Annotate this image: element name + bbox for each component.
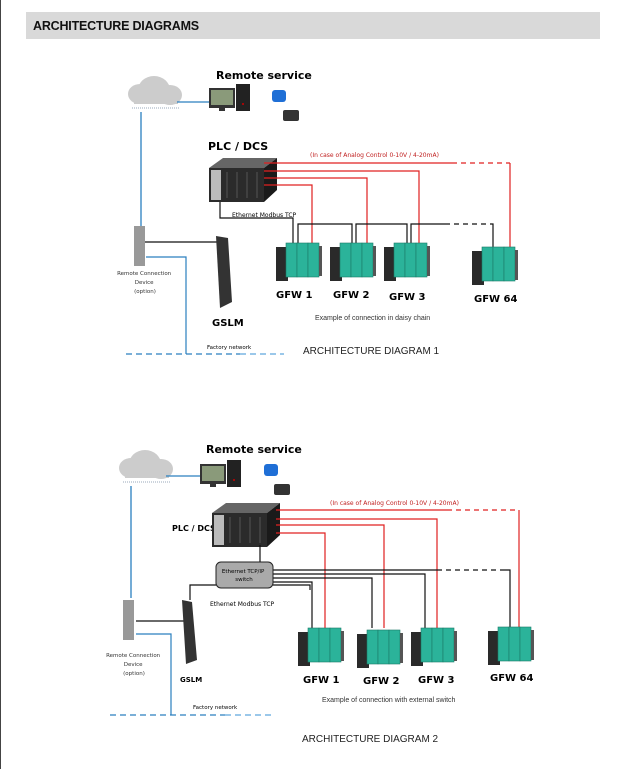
factory-network-label: Factory network xyxy=(193,705,238,711)
gfw-3-device xyxy=(410,627,458,667)
diagram-1-title: ARCHITECTURE DIAGRAM 1 xyxy=(303,346,440,357)
gfw-1-device xyxy=(275,242,323,282)
wireless-icon xyxy=(272,90,286,102)
computer-icon xyxy=(209,84,250,111)
gfw-3-label: GFW 3 xyxy=(389,292,426,303)
remote-connection-device xyxy=(123,600,134,640)
remote-connection-device xyxy=(134,226,145,266)
plc-device xyxy=(211,502,281,548)
gfw-2-label: GFW 2 xyxy=(363,676,400,687)
gslm-label: GSLM xyxy=(180,676,202,684)
plc-label: PLC / DCS xyxy=(172,524,216,533)
gfw-1-device xyxy=(297,627,345,667)
ethernet-switch xyxy=(215,561,274,589)
tablet-icon xyxy=(283,110,299,121)
diagram-2-caption: Example of connection with external swit… xyxy=(322,697,456,704)
cloud-icon xyxy=(118,449,174,483)
remote-service-label: Remote service xyxy=(216,69,312,82)
gslm-device xyxy=(216,236,232,308)
section-header: ARCHITECTURE DIAGRAMS xyxy=(26,12,600,39)
analog-note: (In case of Analog Control 0-10V / 4-20m… xyxy=(330,500,459,507)
gfw-1-label: GFW 1 xyxy=(276,290,313,301)
diagram-1-caption: Example of connection in daisy chain xyxy=(315,315,430,322)
wireless-icon xyxy=(264,464,278,476)
remote-device-label: Remote Connection Device (option) xyxy=(106,653,162,677)
section-title: ARCHITECTURE DIAGRAMS xyxy=(33,19,199,33)
gfw-2-label: GFW 2 xyxy=(333,290,370,301)
remote-service-label: Remote service xyxy=(206,443,302,456)
gfw-64-label: GFW 64 xyxy=(474,294,518,305)
computer-icon xyxy=(200,460,241,487)
diagram-2: Remote service PLC / DCS (In case of Ana… xyxy=(106,443,535,745)
gfw-2-device xyxy=(356,629,404,669)
plc-label: PLC / DCS xyxy=(208,140,268,153)
plc-device xyxy=(208,157,278,203)
factory-network-label: Factory network xyxy=(207,345,252,351)
tablet-icon xyxy=(274,484,290,495)
remote-device-label: Remote Connection Device (option) xyxy=(117,271,173,295)
gfw-64-device xyxy=(487,626,535,666)
gfw-3-label: GFW 3 xyxy=(418,675,455,686)
cloud-icon xyxy=(127,75,183,109)
ethernet-label: Ethernet Modbus TCP xyxy=(232,212,297,219)
gfw-64-label: GFW 64 xyxy=(490,673,534,684)
gfw-2-device xyxy=(329,242,377,282)
analog-note: (In case of Analog Control 0-10V / 4-20m… xyxy=(310,152,439,159)
diagram-2-title: ARCHITECTURE DIAGRAM 2 xyxy=(302,734,439,745)
gslm-device xyxy=(182,600,197,664)
ethernet-label: Ethernet Modbus TCP xyxy=(210,601,275,608)
page-border xyxy=(0,0,1,769)
gslm-label: GSLM xyxy=(212,318,244,329)
diagram-1: Remote service PLC / DCS (In case of Ana… xyxy=(117,69,519,357)
gfw-3-device xyxy=(383,242,431,282)
gfw-1-label: GFW 1 xyxy=(303,675,340,686)
gfw-64-device xyxy=(471,246,519,286)
switch-label: Ethernet TCP/IP switch xyxy=(222,569,266,583)
